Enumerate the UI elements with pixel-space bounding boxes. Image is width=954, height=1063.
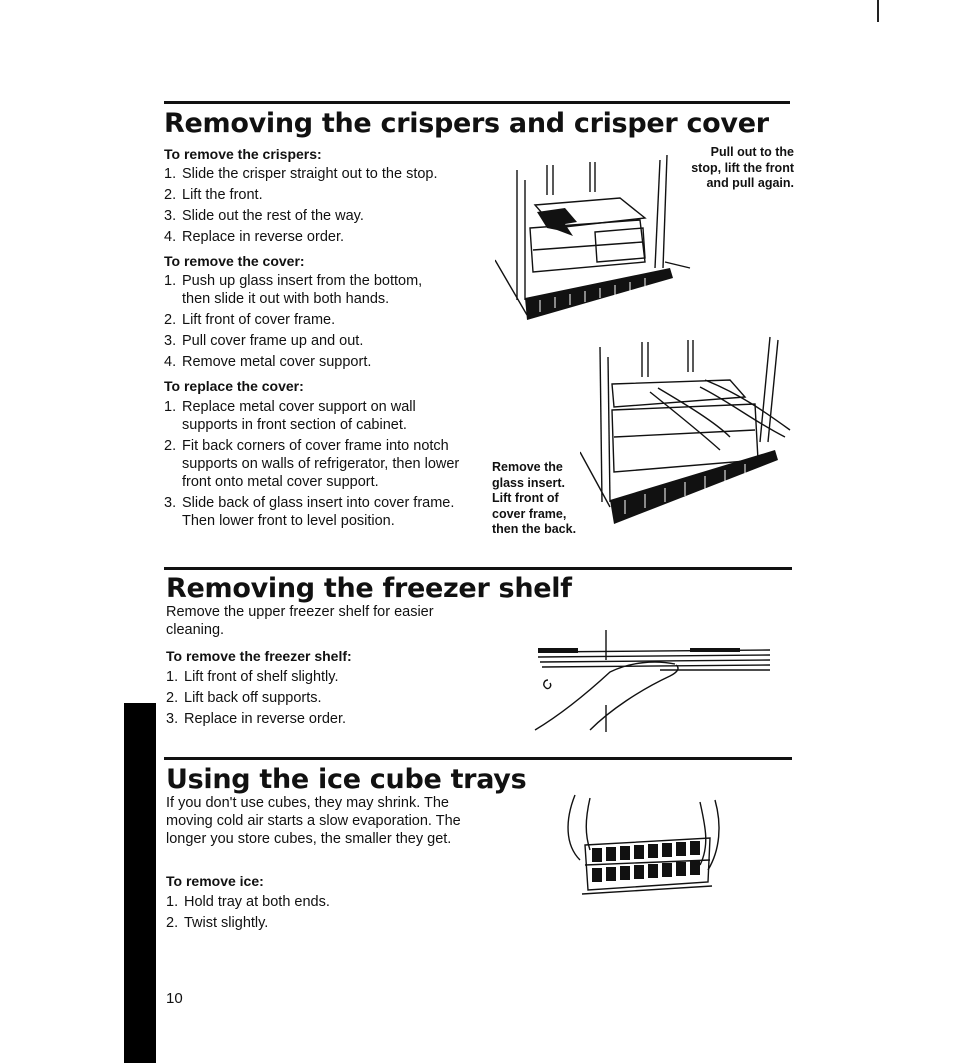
corner-mark (877, 0, 879, 22)
caption-glass-insert: Remove the glass insert. Lift front of c… (492, 460, 577, 536)
freezer-shelf-illustration (534, 630, 771, 732)
ice-intro: If you don't use cubes, they may shrink.… (166, 795, 461, 847)
subheading-remove-crispers: To remove the crispers: (164, 146, 322, 162)
section-divider (164, 757, 792, 760)
page-number: 10 (166, 990, 183, 1007)
section-divider (164, 567, 792, 570)
section-title-ice: Using the ice cube trays (166, 764, 527, 795)
list-item: 2.Twist slightly. (166, 915, 269, 931)
list-item: 2.Fit back corners of cover frame into n… (164, 438, 460, 490)
list-remove-ice: 1.Hold tray at both ends. 2.Twist slight… (166, 893, 466, 935)
list-item: 2.Lift front of cover frame. (164, 312, 336, 328)
list-item: 3.Slide back of glass insert into cover … (164, 495, 455, 529)
list-remove-cover: 1.Push up glass insert from the bottom, … (164, 272, 454, 374)
crisper-pull-out-illustration (495, 154, 691, 320)
list-item: 1.Lift front of shelf slightly. (166, 669, 339, 685)
ice-cube-tray-illustration (567, 794, 720, 895)
section-title-freezer: Removing the freezer shelf (166, 573, 572, 604)
list-item: 1.Slide the crisper straight out to the … (164, 166, 438, 182)
list-item: 4.Remove metal cover support. (164, 354, 372, 370)
section-divider (164, 101, 790, 104)
list-remove-crispers: 1.Slide the crisper straight out to the … (164, 165, 464, 249)
subheading-replace-cover: To replace the cover: (164, 378, 304, 394)
list-item: 1.Replace metal cover support on wall su… (164, 399, 416, 433)
page-edge-tab (124, 703, 156, 1063)
list-item: 1.Hold tray at both ends. (166, 894, 330, 910)
list-item: 2.Lift back off supports. (166, 690, 322, 706)
section-title-crispers: Removing the crispers and crisper cover (164, 108, 769, 139)
list-item: 3.Pull cover frame up and out. (164, 333, 364, 349)
subheading-remove-freezer-shelf: To remove the freezer shelf: (166, 648, 352, 664)
caption-pull-out: Pull out to the stop, lift the front and… (691, 145, 794, 190)
freezer-intro: Remove the upper freezer shelf for easie… (166, 604, 434, 638)
list-item: 3.Slide out the rest of the way. (164, 208, 364, 224)
list-remove-freezer-shelf: 1.Lift front of shelf slightly. 2.Lift b… (166, 668, 466, 731)
list-replace-cover: 1.Replace metal cover support on wall su… (164, 398, 474, 533)
list-item: 1.Push up glass insert from the bottom, … (164, 273, 423, 307)
list-item: 4.Replace in reverse order. (164, 229, 344, 245)
glass-insert-illustration (580, 336, 791, 524)
list-item: 3.Replace in reverse order. (166, 711, 346, 727)
subheading-remove-ice: To remove ice: (166, 873, 264, 889)
list-item: 2.Lift the front. (164, 187, 263, 203)
subheading-remove-cover: To remove the cover: (164, 253, 305, 269)
